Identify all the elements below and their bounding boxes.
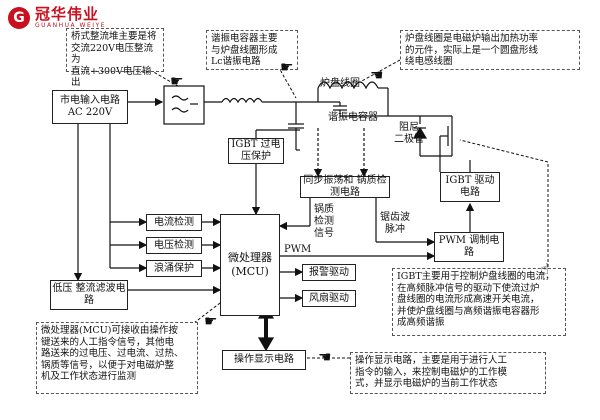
pot-detect-signal-label: 锅质 检测 信号 <box>314 204 334 239</box>
pointing-hand-icon: ☛ <box>280 58 294 76</box>
furnace-coil <box>317 81 379 90</box>
resonant-cap-label: 谐振电容器 <box>328 112 378 123</box>
note-rectifier: 桥式整流堆主要是将 交流220V电压整流为 直流+300V电压输出 <box>66 28 164 88</box>
current-detect-block: 电流检测 <box>146 214 202 231</box>
pointing-hand-icon: ☚ <box>318 348 332 366</box>
note-operation-display: 操作显示电路，主要是用于进行人工 指令的输入，来控制电磁炉的工作模 式，并显示电… <box>350 352 546 394</box>
pwm-modulation-block: PWM 调制电路 <box>434 232 504 262</box>
mcu-block: 微处理器 (MCU) <box>220 214 280 316</box>
igbt-drive-block: IGBT 驱动电路 <box>440 172 500 202</box>
pointing-hand-icon: ☛ <box>170 72 184 90</box>
igbt-overvoltage-block: IGBT 过电压保护 <box>228 138 284 164</box>
logo-name: 冠华伟业 <box>35 5 100 23</box>
operation-display-block: 操作显示电路 <box>222 350 306 370</box>
note-resonant-cap: 谐振电容器主要 与炉盘线圈形成 Lc谐振电路 <box>206 30 298 70</box>
note-igbt: IGBT主要用于控制炉盘线圈的电流， 在高频脉冲信号的驱动下使流过炉 盘线圈的电… <box>392 268 566 336</box>
company-logo: G 冠华伟业 GUANHUA WEIYE <box>8 6 106 29</box>
pwm-signal-label: PWM <box>284 244 312 255</box>
sawtooth-pulse-label: 锯齿波 脉冲 <box>380 212 410 235</box>
note-mcu: 微处理器(MCU)可接收由操作按 键送来的人工指令信号，其他电 路送来的过电压、… <box>36 322 198 394</box>
low-voltage-filter-block: 低压 整流滤波电路 <box>50 280 128 310</box>
pointing-hand-icon: ☛ <box>204 312 218 330</box>
logo-english: GUANHUA WEIYE <box>35 22 106 29</box>
damper-diode-label: 阻尼 二极管 <box>394 122 424 145</box>
coil-label: 炉盘线圈 <box>320 78 360 89</box>
pointing-hand-icon: ☝ <box>540 260 550 278</box>
note-coil: 炉盘线圈是电磁炉输出加热功率 的元件，实际上是一个圆盘形线 绕电感线圈 <box>400 30 580 70</box>
fan-drive-block: 风扇驱动 <box>302 290 356 307</box>
pointing-hand-icon: ☚ <box>370 66 384 84</box>
surge-protect-block: 浪涌保护 <box>146 260 202 277</box>
mains-input-block: 市电输入电路 AC 220V <box>52 90 128 124</box>
voltage-detect-block: 电压检测 <box>146 237 202 254</box>
bridge-rectifier <box>163 85 205 125</box>
sync-osc-detect-block: 同步振荡和 锅质检测电路 <box>300 175 390 198</box>
alarm-drive-block: 报警驱动 <box>302 264 356 281</box>
choke-inductor <box>221 97 263 104</box>
logo-mark-icon: G <box>8 6 30 29</box>
